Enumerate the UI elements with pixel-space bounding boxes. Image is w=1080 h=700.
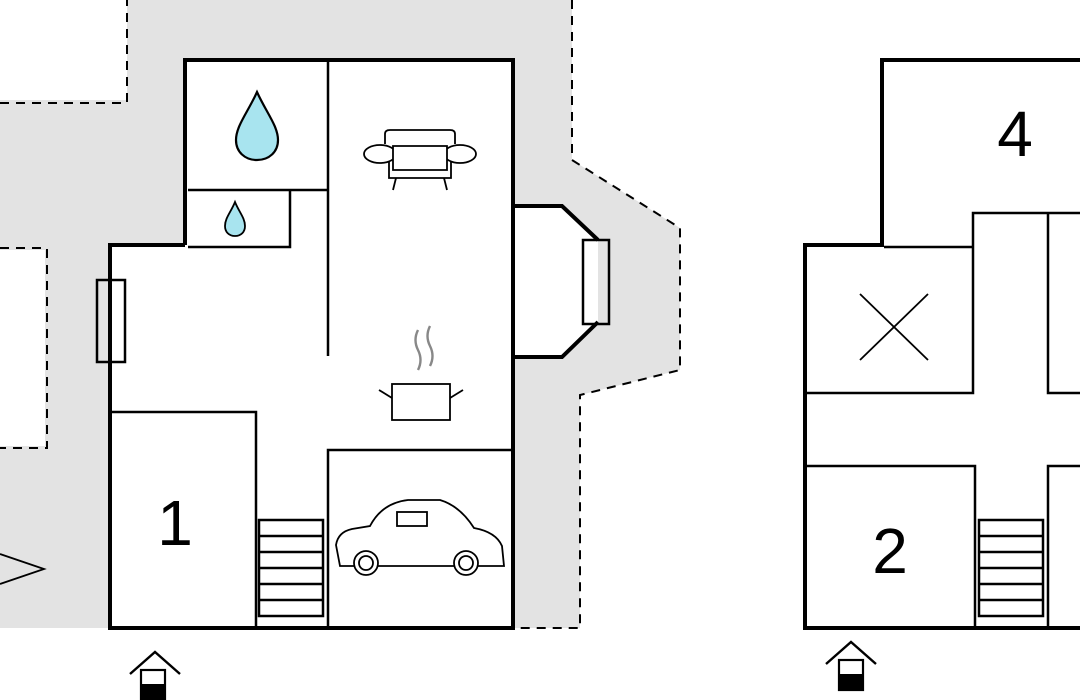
- upper-floor-plan: 4 2: [803, 58, 1080, 692]
- ground-floor-plan: 1: [0, 0, 681, 700]
- upper-floor-interior-walls: [807, 211, 1080, 628]
- bedroom-1-wall: [112, 410, 258, 626]
- entrance-icon: [129, 650, 181, 700]
- arrow-icon: [0, 553, 47, 585]
- neighbor-outline: [0, 247, 48, 449]
- void-cross-icon: [859, 293, 929, 361]
- sofa-icon: [363, 129, 477, 191]
- stairs-icon: [257, 518, 325, 618]
- terrace-area: [0, 0, 680, 628]
- window: [95, 278, 127, 364]
- small-water-drop-icon: [224, 199, 246, 237]
- car-icon: [335, 499, 505, 576]
- upper-floor-outer-wall: [803, 58, 1080, 630]
- entrance-icon: [825, 640, 877, 692]
- water-drop-icon: [234, 89, 280, 162]
- room-number-2: 2: [872, 515, 908, 587]
- stairs-icon: [977, 518, 1045, 618]
- ground-floor-outer-wall: [108, 58, 600, 630]
- terrace-outline: [0, 0, 681, 629]
- cooking-pot-icon: [378, 325, 464, 421]
- room-number-4: 4: [997, 98, 1033, 170]
- bathroom-wall: [188, 60, 330, 356]
- room-number-1: 1: [157, 487, 193, 559]
- garage-wall: [326, 448, 511, 626]
- bay-window: [581, 238, 611, 326]
